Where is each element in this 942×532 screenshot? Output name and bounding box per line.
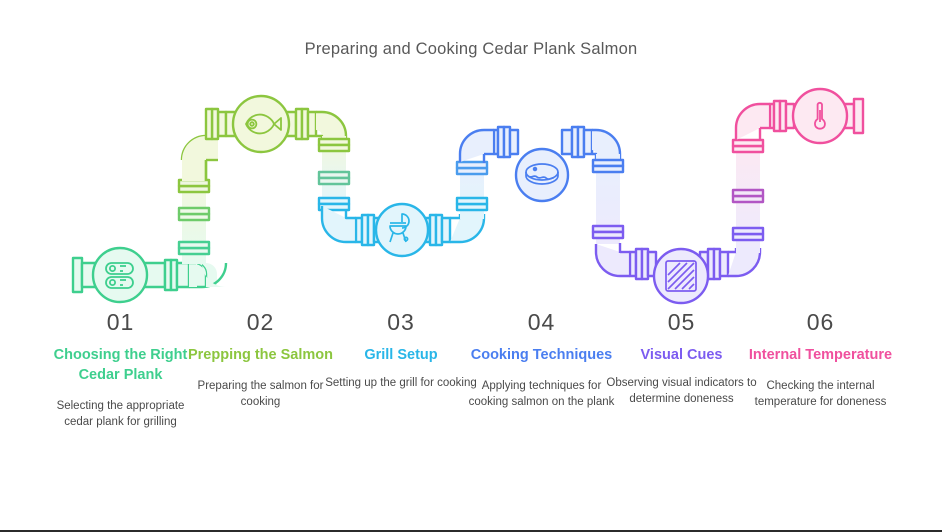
pipe-riser-4-5 xyxy=(591,156,630,278)
pipe-run-2 xyxy=(204,107,348,141)
pipe-riser-5-6 xyxy=(731,102,770,252)
step-title: Internal Temperature xyxy=(748,347,893,363)
step-number: 01 xyxy=(106,309,135,335)
cedar-plank-icon xyxy=(105,262,134,289)
step-description: Preparing the salmon for cooking xyxy=(197,380,324,408)
step-description: Selecting the appropriate cedar plank fo… xyxy=(56,400,185,428)
step-node-2[interactable] xyxy=(231,94,291,154)
step-number: 02 xyxy=(246,309,275,335)
step-column-1: 01 Choosing the Right Cedar Plank Select… xyxy=(43,307,198,430)
step-title: Grill Setup xyxy=(364,347,438,363)
step-number: 03 xyxy=(387,309,415,335)
step-node-1[interactable] xyxy=(91,246,149,304)
page-title: Preparing and Cooking Cedar Plank Salmon xyxy=(304,40,638,58)
pipe-riser-3-4 xyxy=(455,128,494,219)
grill-icon xyxy=(389,213,410,243)
step-description: Setting up the grill for cooking xyxy=(325,377,477,389)
grill-marks-icon xyxy=(665,260,697,292)
step-title: Cooking Techniques xyxy=(470,347,613,363)
pipe-riser-2-3 xyxy=(317,137,356,244)
step-column-2: 02 Prepping the Salmon Preparing the sal… xyxy=(183,307,338,410)
step-node-6[interactable] xyxy=(791,87,849,145)
pipe-run-6 xyxy=(768,97,865,135)
step-node-4[interactable] xyxy=(514,147,570,203)
step-column-5: 05 Visual Cues Observing visual indicato… xyxy=(604,307,759,407)
step-column-4: 04 Cooking Techniques Applying technique… xyxy=(464,307,619,410)
step-number: 04 xyxy=(527,309,556,335)
step-number: 06 xyxy=(806,309,835,335)
step-node-5[interactable] xyxy=(652,247,710,305)
step-title: Visual Cues xyxy=(640,347,723,363)
pipe-run-4 xyxy=(492,125,622,160)
step-title: Choosing the Right Cedar Plank xyxy=(53,347,188,383)
step-title: Prepping the Salmon xyxy=(187,347,333,363)
salmon-fillet-icon xyxy=(525,163,559,185)
step-number: 05 xyxy=(667,309,696,335)
step-column-3: 03 Grill Setup Setting up the grill for … xyxy=(325,307,477,392)
step-node-3[interactable] xyxy=(374,202,430,258)
fish-icon xyxy=(245,113,282,135)
step-description: Applying techniques for cooking salmon o… xyxy=(468,380,615,408)
step-description: Checking the internal temperature for do… xyxy=(754,380,887,408)
step-column-6: 06 Internal Temperature Checking the int… xyxy=(743,307,898,410)
pipe-riser-1-2 xyxy=(177,134,218,264)
step-description: Observing visual indicators to determine… xyxy=(606,377,757,405)
thermometer-icon xyxy=(814,101,826,130)
